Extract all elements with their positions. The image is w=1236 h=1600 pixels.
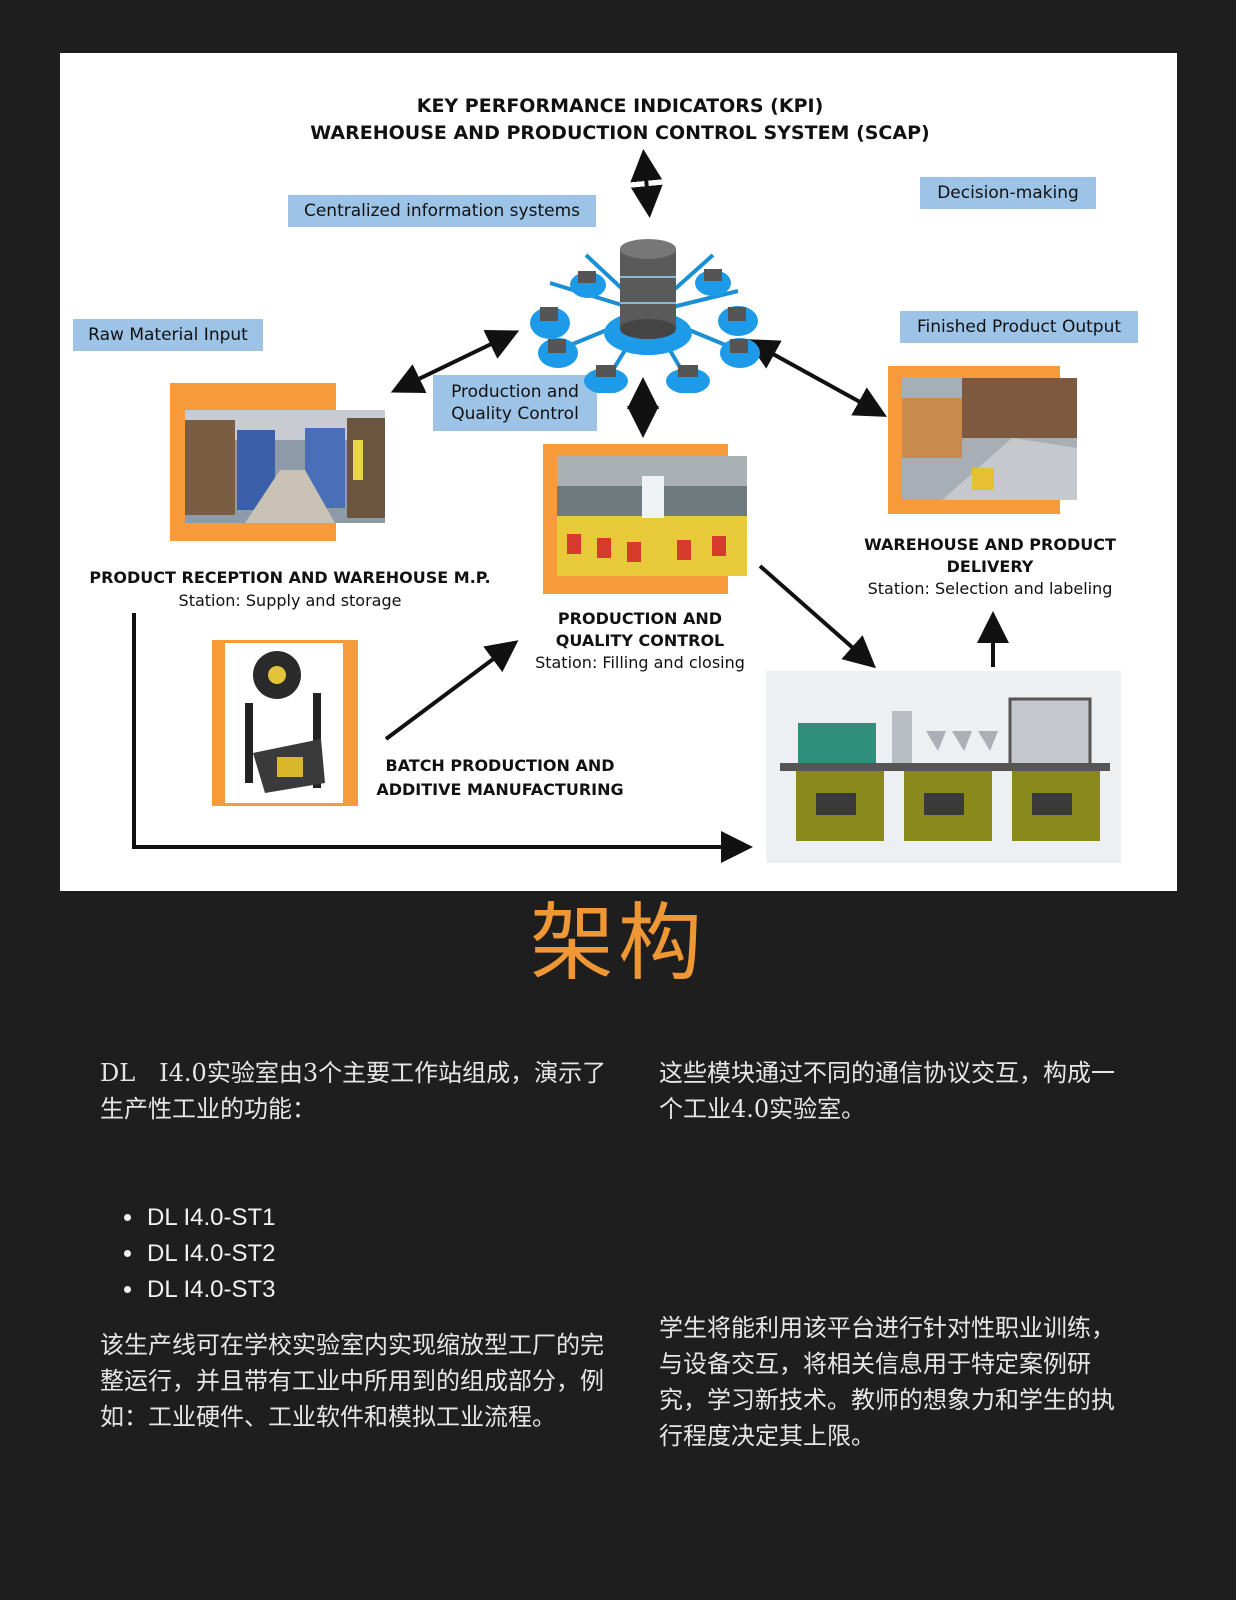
batch-title-line2: ADDITIVE MANUFACTURING xyxy=(376,780,624,799)
production-photo xyxy=(557,456,747,576)
list-item: DL I4.0-ST2 xyxy=(145,1236,545,1272)
intro-paragraph: DL I4.0实验室由3个主要工作站组成，演示了生产性工业的功能： xyxy=(100,1059,607,1123)
station-list: DL I4.0-ST1 DL I4.0-ST2 DL I4.0-ST3 xyxy=(101,1200,545,1308)
students-paragraph: 学生将能利用该平台进行针对性职业训练，与设备交互，将相关信息用于特定案例研究，学… xyxy=(659,1314,1115,1450)
scaled-factory-paragraph: 该生产线可在学校实验室内实现缩放型工厂的完整运行，并且带有工业中所用到的组成部分… xyxy=(100,1331,604,1431)
tag-production-quality-control: Production and Quality Control xyxy=(433,375,597,431)
production-line-render xyxy=(766,671,1121,863)
arrow-reception-line xyxy=(132,613,753,863)
tag-finished-product-output: Finished Product Output xyxy=(900,311,1138,343)
tag-centralized-systems: Centralized information systems xyxy=(288,195,596,227)
protocols-paragraph: 这些模块通过不同的通信协议交互，构成一个工业4.0实验室。 xyxy=(659,1059,1115,1123)
3d-printer-photo xyxy=(225,643,343,803)
list-item: DL I4.0-ST1 xyxy=(145,1200,545,1236)
tag-pqc-line2: Quality Control xyxy=(451,404,579,424)
batch-title-line1: BATCH PRODUCTION AND xyxy=(385,756,615,775)
arrow-production-line xyxy=(758,564,877,669)
delivery-title-line2: DELIVERY xyxy=(946,557,1034,576)
architecture-diagram: KEY PERFORMANCE INDICATORS (KPI) WAREHOU… xyxy=(60,53,1177,891)
production-station: Station: Filling and closing xyxy=(535,653,745,672)
arrow-kpi-hub xyxy=(630,149,663,218)
arrow-hub-delivery xyxy=(745,339,888,417)
production-title-line2: QUALITY CONTROL xyxy=(555,631,725,650)
tag-pqc-line1: Production and xyxy=(451,382,579,402)
warehouse-photo xyxy=(185,410,385,523)
tag-decision-making: Decision-making xyxy=(920,177,1096,209)
production-title-line1: PRODUCTION AND xyxy=(557,609,723,628)
list-item: DL I4.0-ST3 xyxy=(145,1272,545,1308)
arrow-hub-reception xyxy=(390,330,520,393)
flow-arrows xyxy=(132,149,1009,863)
database-hub-icon xyxy=(530,239,760,393)
kpi-title: KEY PERFORMANCE INDICATORS (KPI) xyxy=(416,95,824,117)
reception-title: PRODUCT RECEPTION AND WAREHOUSE M.P. xyxy=(89,568,491,587)
arrow-batch-production xyxy=(384,640,519,741)
tag-raw-material-input: Raw Material Input xyxy=(73,319,263,351)
distribution-warehouse-photo xyxy=(902,378,1077,500)
delivery-title-line1: WAREHOUSE AND PRODUCT xyxy=(864,535,1116,554)
reception-station: Station: Supply and storage xyxy=(178,591,402,610)
delivery-station: Station: Selection and labeling xyxy=(867,579,1113,598)
scap-title: WAREHOUSE AND PRODUCTION CONTROL SYSTEM … xyxy=(310,122,930,144)
page-title: 架构 xyxy=(529,894,706,992)
